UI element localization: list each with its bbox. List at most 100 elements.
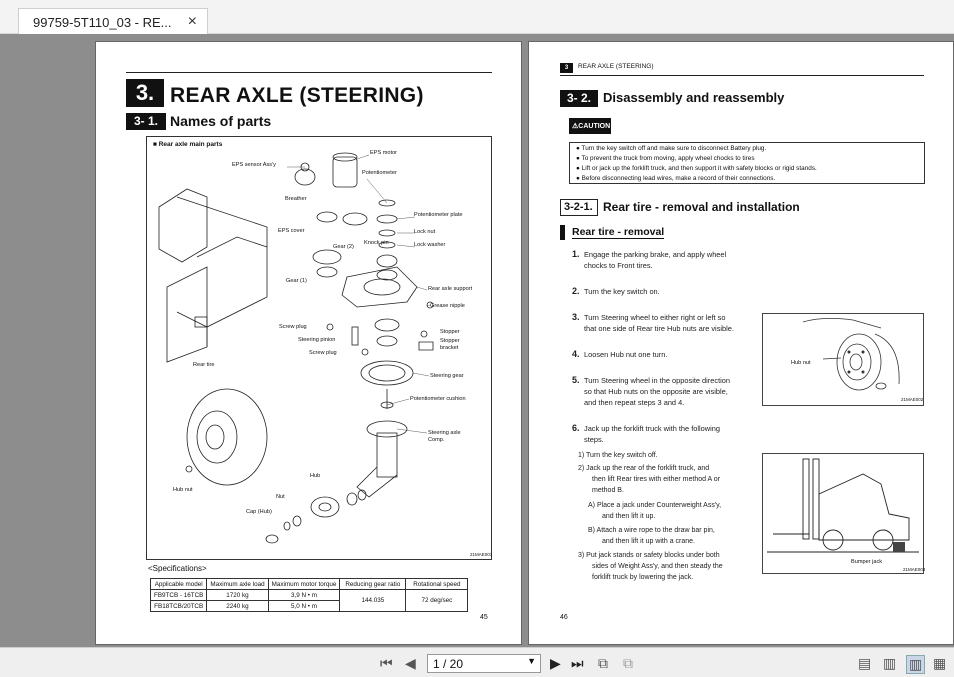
label-eps-sensor: EPS sensor Ass'y: [232, 162, 276, 168]
photo1-label: Hub nut: [791, 360, 811, 366]
prev-page-icon[interactable]: ◀: [405, 655, 416, 671]
step-text: Turn Steering wheel to either right or l…: [584, 313, 726, 322]
step-text: Turn Steering wheel in the opposite dire…: [584, 376, 730, 385]
parts-figure: ■ Rear axle main parts: [146, 136, 492, 560]
caution-text: To prevent the truck from moving, apply …: [581, 155, 755, 162]
two-page-continuous-icon[interactable]: ▦: [933, 655, 947, 671]
substep: and then lift it up with a crane.: [602, 538, 695, 545]
photo1-code: 21MAE002: [901, 397, 924, 402]
table-header: Applicable model: [149, 578, 208, 590]
page-number-field[interactable]: 1 / 20 ▼: [427, 654, 541, 673]
page-right: 3 REAR AXLE (STEERING) 3- 2. Disassembly…: [528, 41, 954, 645]
caution-line: ● Turn the key switch off and make sure …: [576, 145, 767, 152]
label-nut: Nut: [276, 494, 285, 500]
step-text: and then repeat steps 3 and 4.: [584, 398, 685, 407]
substep: forklift truck by lowering the jack.: [592, 574, 694, 581]
table-cell: 3,9 N • m: [267, 589, 341, 601]
step-number: 2.: [572, 286, 580, 296]
step-4: 4. Loosen Hub nut one turn.: [572, 349, 764, 360]
table-cell: 5,0 N • m: [267, 600, 341, 612]
label-steering-pinion: Steering pinion: [298, 337, 336, 343]
specifications-table: Applicable model Maximum axle load Maxim…: [149, 578, 469, 612]
table-header-row: Applicable model Maximum axle load Maxim…: [149, 578, 469, 590]
two-page-view-icon[interactable]: ▥: [906, 655, 926, 674]
section-title: Names of parts: [170, 113, 272, 129]
substep: 2) Jack up the rear of the forklift truc…: [578, 465, 710, 472]
table-cell: 72 deg/sec: [405, 589, 469, 612]
subsection-title: Rear tire - removal and installation: [603, 200, 800, 214]
figure-code: 21MAE001: [470, 552, 493, 557]
step-number: 5.: [572, 375, 580, 385]
step-2: 2. Turn the key switch on.: [572, 286, 764, 297]
bottom-toolbar: ⏮ ◀ 1 / 20 ▼ ▶ ⏭ ⧉ ⧉ ▤ ▥ ▥ ▦: [0, 647, 954, 677]
header-title: REAR AXLE (STEERING): [578, 63, 654, 70]
caution-line: ● Lift or jack up the forklift truck, an…: [576, 165, 817, 172]
step-text: Jack up the forklift truck with the foll…: [584, 424, 720, 433]
go-back-icon[interactable]: ⧉: [598, 655, 608, 671]
label-gear-2: Gear (2): [333, 244, 354, 250]
figure-caption: ■ Rear axle main parts: [153, 141, 223, 148]
top-rule: [126, 72, 492, 73]
label-breather: Breather: [285, 196, 307, 202]
caution-line: ● To prevent the truck from moving, appl…: [576, 155, 755, 162]
page-indicator: 1 / 20: [433, 657, 464, 671]
photo-hub-nut: Hub nut 21MAE002: [762, 313, 924, 406]
subheading-bar: [560, 225, 565, 240]
step-text: Engage the parking brake, and apply whee…: [584, 250, 727, 259]
step-3: 3.Turn Steering wheel to either right or…: [572, 312, 774, 334]
go-forward-icon[interactable]: ⧉: [623, 655, 633, 671]
chapter-number: 3.: [126, 79, 164, 107]
table-cell: FB9TCB - 16TCB: [149, 589, 208, 601]
step-text: Loosen Hub nut one turn.: [584, 350, 668, 359]
table-header: Rotational speed: [405, 578, 469, 590]
table-cell: 2240 kg: [206, 600, 269, 612]
label-rear-tire: Rear tire: [193, 362, 215, 368]
continuous-view-icon[interactable]: ▥: [883, 655, 897, 671]
last-page-icon[interactable]: ⏭: [571, 655, 584, 671]
exploded-diagram: [158, 152, 434, 544]
caution-label: CAUTION: [578, 123, 611, 130]
label-potentiometer-plate: Potentiometer plate: [414, 212, 463, 218]
substep: and then lift it up.: [602, 513, 656, 520]
step-text: Turn the key switch on.: [584, 287, 660, 296]
label-stopper: Stopper: [440, 329, 460, 335]
close-icon[interactable]: ×: [187, 13, 197, 30]
section-number: 3- 2.: [560, 90, 598, 107]
label-lock-nut: Lock nut: [414, 229, 436, 235]
figure-caption-text: Rear axle main parts: [158, 141, 223, 148]
table-header: Maximum axle load: [206, 578, 269, 590]
label-potentiometer: Potentiometer: [362, 170, 397, 176]
label-lock-washer: Lock washer: [414, 242, 446, 248]
first-page-icon[interactable]: ⏮: [380, 655, 393, 671]
label-screw-plug-1: Screw plug: [279, 324, 307, 330]
table-header: Maximum motor torque: [267, 578, 341, 590]
next-page-icon[interactable]: ▶: [550, 655, 561, 671]
document-tab[interactable]: 99759-5T110_03 - RE... ×: [18, 8, 208, 34]
label-hub: Hub: [310, 473, 321, 479]
photo-bumper-jack: Bumper jack 21MAE003: [762, 453, 926, 574]
label-gear-1: Gear (1): [286, 278, 307, 284]
chapter-title: REAR AXLE (STEERING): [170, 84, 424, 107]
label-rear-axle-support: Rear axle support: [428, 286, 473, 292]
table-cell: FB18TCB/20TCB: [149, 600, 208, 612]
table-cell: 1720 kg: [206, 589, 269, 601]
photo2-code: 21MAE003: [903, 567, 926, 572]
header-rule: [560, 75, 924, 76]
chevron-down-icon[interactable]: ▼: [527, 656, 536, 666]
section-number: 3- 1.: [126, 113, 166, 130]
tab-bar: 99759-5T110_03 - RE... ×: [0, 0, 954, 34]
caution-box: ● Turn the key switch off and make sure …: [569, 142, 925, 184]
step-5: 5. Turn Steering wheel in the opposite di…: [572, 375, 774, 408]
substep: sides of Weight Ass'y, and then steady t…: [592, 563, 723, 570]
header-chapter-number: 3: [560, 63, 573, 73]
label-screw-plug-2: Screw plug: [309, 350, 337, 356]
step-1: 1.Engage the parking brake, and apply wh…: [572, 249, 764, 271]
step-text: chocks to Front tires.: [584, 261, 653, 270]
substep: A) Place a jack under Counterweight Ass'…: [588, 502, 722, 509]
label-knock-pin: Knock pin: [364, 240, 389, 246]
table-row: FB9TCB - 16TCB 1720 kg 3,9 N • m 144.035…: [149, 589, 469, 612]
step-6: 6.Jack up the forklift truck with the fo…: [572, 423, 764, 445]
single-page-view-icon[interactable]: ▤: [858, 655, 872, 671]
step-number: 4.: [572, 349, 580, 359]
caution-badge: ⚠CAUTION: [569, 118, 611, 134]
